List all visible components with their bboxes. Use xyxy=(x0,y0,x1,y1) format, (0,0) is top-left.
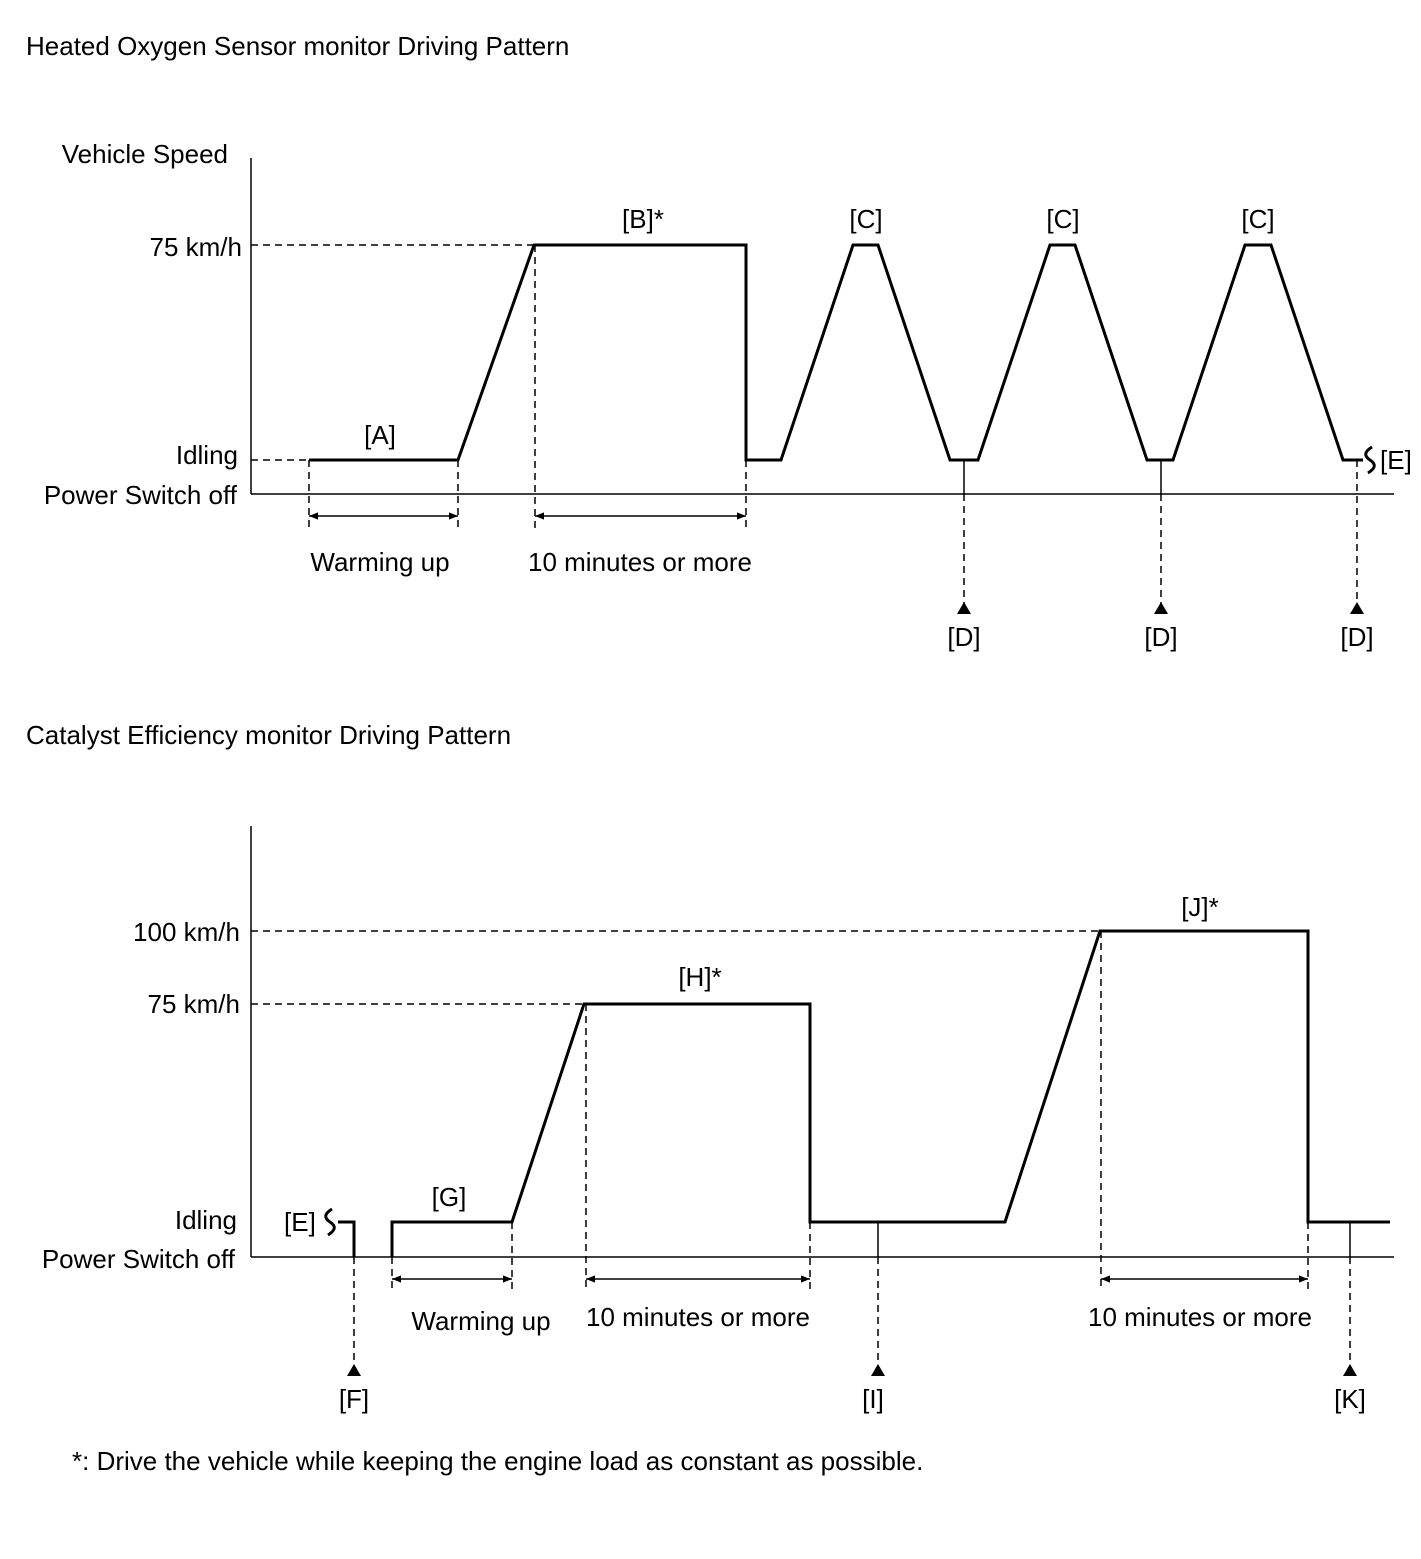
cat-label-h: [H]* xyxy=(678,962,721,992)
hos-diagram: Vehicle Speed 75 km/h Idling Power Switc… xyxy=(44,139,1412,652)
cat-break-mark xyxy=(324,1207,336,1237)
footnote: *: Drive the vehicle while keeping the e… xyxy=(72,1446,924,1476)
hos-label-d1: [D] xyxy=(947,622,980,652)
cat-label-k: [K] xyxy=(1334,1384,1366,1414)
hos-label-c3: [C] xyxy=(1241,204,1274,234)
cat-label-g: [G] xyxy=(432,1182,467,1212)
hos-label-c1: [C] xyxy=(849,204,882,234)
cat-pattern-title: Catalyst Efficiency monitor Driving Patt… xyxy=(26,720,512,750)
hos-break-mark xyxy=(1364,445,1376,475)
hos-level-off: Power Switch off xyxy=(44,480,238,510)
hos-label-a: [A] xyxy=(364,420,396,450)
hos-d2-marker xyxy=(1154,602,1168,614)
cat-level-100: 100 km/h xyxy=(133,917,240,947)
hos-y-axis-title: Vehicle Speed xyxy=(62,139,228,169)
hos-d3-marker xyxy=(1350,602,1364,614)
cat-k-marker xyxy=(1343,1364,1357,1376)
hos-label-d3: [D] xyxy=(1340,622,1373,652)
cat-e-trace xyxy=(338,1220,356,1257)
hos-level-idling: Idling xyxy=(176,440,238,470)
cat-ten-label-1: 10 minutes or more xyxy=(586,1302,810,1332)
hos-d1-marker xyxy=(957,602,971,614)
cat-speed-trace xyxy=(390,929,1390,1257)
hos-warm-label: Warming up xyxy=(310,547,449,577)
cat-ten-label-2: 10 minutes or more xyxy=(1088,1302,1312,1332)
cat-warm-label: Warming up xyxy=(411,1306,550,1336)
hos-label-c2: [C] xyxy=(1046,204,1079,234)
cat-f-marker xyxy=(347,1364,361,1376)
hos-ten-label: 10 minutes or more xyxy=(528,547,752,577)
hos-label-e: [E] xyxy=(1380,445,1412,475)
cat-label-j: [J]* xyxy=(1181,892,1219,922)
cat-label-e: [E] xyxy=(284,1207,316,1237)
hos-label-d2: [D] xyxy=(1144,622,1177,652)
cat-level-75: 75 km/h xyxy=(148,989,241,1019)
hos-level-75: 75 km/h xyxy=(150,232,243,262)
hos-label-b: [B]* xyxy=(622,204,664,234)
cat-level-idling: Idling xyxy=(175,1205,237,1235)
cat-level-off: Power Switch off xyxy=(42,1244,236,1274)
cat-label-i: [I] xyxy=(862,1384,884,1414)
cat-label-f: [F] xyxy=(339,1384,369,1414)
hos-pattern-title: Heated Oxygen Sensor monitor Driving Pat… xyxy=(26,31,570,61)
cat-i-marker xyxy=(871,1364,885,1376)
cat-diagram: 100 km/h 75 km/h Idling Power Switch off… xyxy=(42,826,1394,1414)
hos-speed-trace xyxy=(309,243,1363,462)
